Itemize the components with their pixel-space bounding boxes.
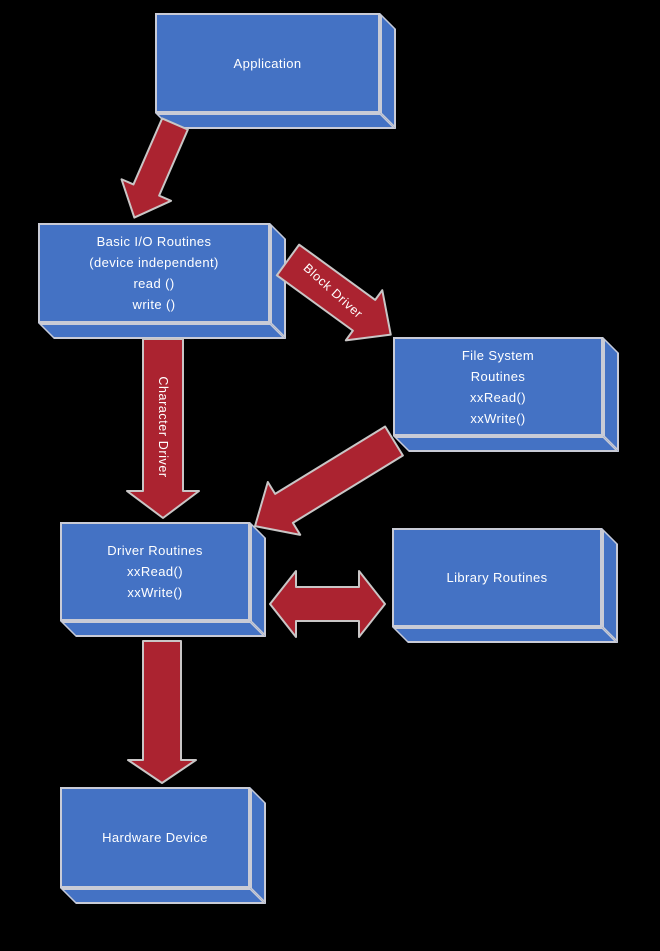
node-basic-io-routines: Basic I/O Routines (device independent) … — [38, 223, 286, 339]
node-text-line: File System — [461, 347, 535, 363]
arrow-block-driver — [275, 243, 392, 342]
arrow-application-to-basicio — [120, 117, 189, 219]
node-text-line: Library Routines — [446, 570, 548, 585]
hardware-front-face: Hardware Device — [60, 787, 250, 888]
node-text-line: xxRead() — [127, 564, 183, 579]
node-hardware-device: Hardware Device — [60, 787, 266, 904]
arrow-driver-library-bidirectional — [269, 570, 386, 638]
node-text-line: write () — [132, 297, 176, 312]
edge-label-character-driver: Character Driver — [156, 376, 170, 478]
node-text-line: xxRead() — [470, 389, 526, 405]
arrow-character-driver — [126, 338, 200, 519]
node-text-line: (device independent) — [89, 255, 219, 270]
arrow-driver-to-hardware — [127, 640, 197, 784]
driver-front-face: Driver Routines xxRead() xxWrite() — [60, 522, 250, 621]
node-text-line: xxWrite() — [127, 585, 183, 600]
node-text-line: xxWrite() — [470, 410, 526, 426]
node-text-line: Hardware Device — [102, 830, 208, 845]
node-text-line: Basic I/O Routines — [96, 234, 212, 249]
application-front-face: Application — [155, 13, 380, 113]
library-front-face: Library Routines — [392, 528, 602, 627]
arrow-filesystem-to-driver — [254, 425, 404, 536]
node-text-line: Application — [233, 55, 302, 71]
node-text-line: Routines — [470, 368, 526, 384]
node-library-routines: Library Routines — [392, 528, 618, 643]
node-file-system-routines: File System Routines xxRead() xxWrite() — [393, 337, 619, 452]
basic-io-front-face: Basic I/O Routines (device independent) … — [38, 223, 270, 323]
node-driver-routines: Driver Routines xxRead() xxWrite() — [60, 522, 266, 637]
file-system-front-face: File System Routines xxRead() xxWrite() — [393, 337, 603, 436]
node-application: Application — [155, 13, 396, 129]
node-text-line: read () — [133, 276, 175, 291]
node-text-line: Driver Routines — [107, 543, 203, 558]
